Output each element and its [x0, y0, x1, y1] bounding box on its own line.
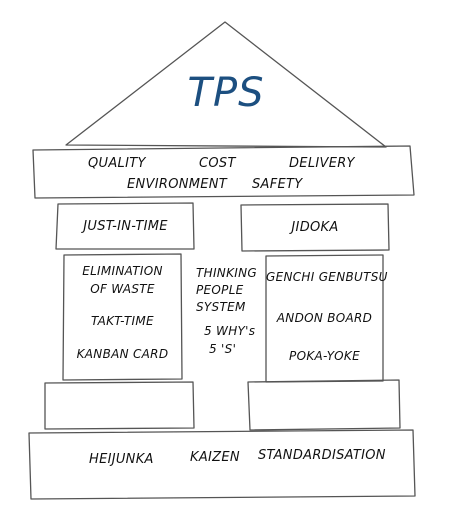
left-pillar-header [55, 202, 195, 250]
right-pillar-body [265, 254, 384, 383]
roof-beam [32, 145, 415, 199]
label-people: PEOPLE [196, 283, 244, 297]
left-pillar-body [62, 253, 183, 381]
label-kaizen: KAIZEN [190, 450, 240, 465]
label-cost: COST [199, 156, 236, 171]
left-pillar-base [44, 381, 195, 430]
label-genchi-genbutsu: GENCHI GENBUTSU [266, 270, 388, 284]
right-pillar-base [247, 379, 401, 431]
foundation-slab [28, 429, 416, 500]
label-delivery: DELIVERY [289, 156, 355, 171]
label-5-whys: 5 WHY's [204, 324, 256, 338]
label-elimination: ELIMINATION [82, 264, 163, 278]
label-poka-yoke: POKA-YOKE [289, 349, 360, 363]
label-takt-time: TAKT-TIME [91, 314, 154, 328]
label-quality: QUALITY [88, 156, 146, 171]
label-andon-board: ANDON BOARD [276, 311, 373, 325]
label-jidoka: JIDOKA [291, 220, 339, 235]
label-environment: ENVIRONMENT [127, 177, 228, 192]
label-system: SYSTEM [196, 300, 246, 314]
label-safety: SAFETY [252, 177, 303, 192]
label-5-s: 5 'S' [209, 342, 237, 356]
label-heijunka: HEIJUNKA [89, 452, 154, 467]
roof-outline [65, 21, 387, 148]
title-tps: TPS [187, 70, 265, 116]
label-standardisation: STANDARDISATION [258, 448, 386, 463]
label-kanban-card: KANBAN CARD [76, 347, 169, 361]
label-of-waste: OF WASTE [90, 282, 155, 296]
label-just-in-time: JUST-IN-TIME [83, 219, 168, 234]
label-thinking: THINKING [196, 266, 257, 280]
right-pillar-header [240, 203, 390, 252]
